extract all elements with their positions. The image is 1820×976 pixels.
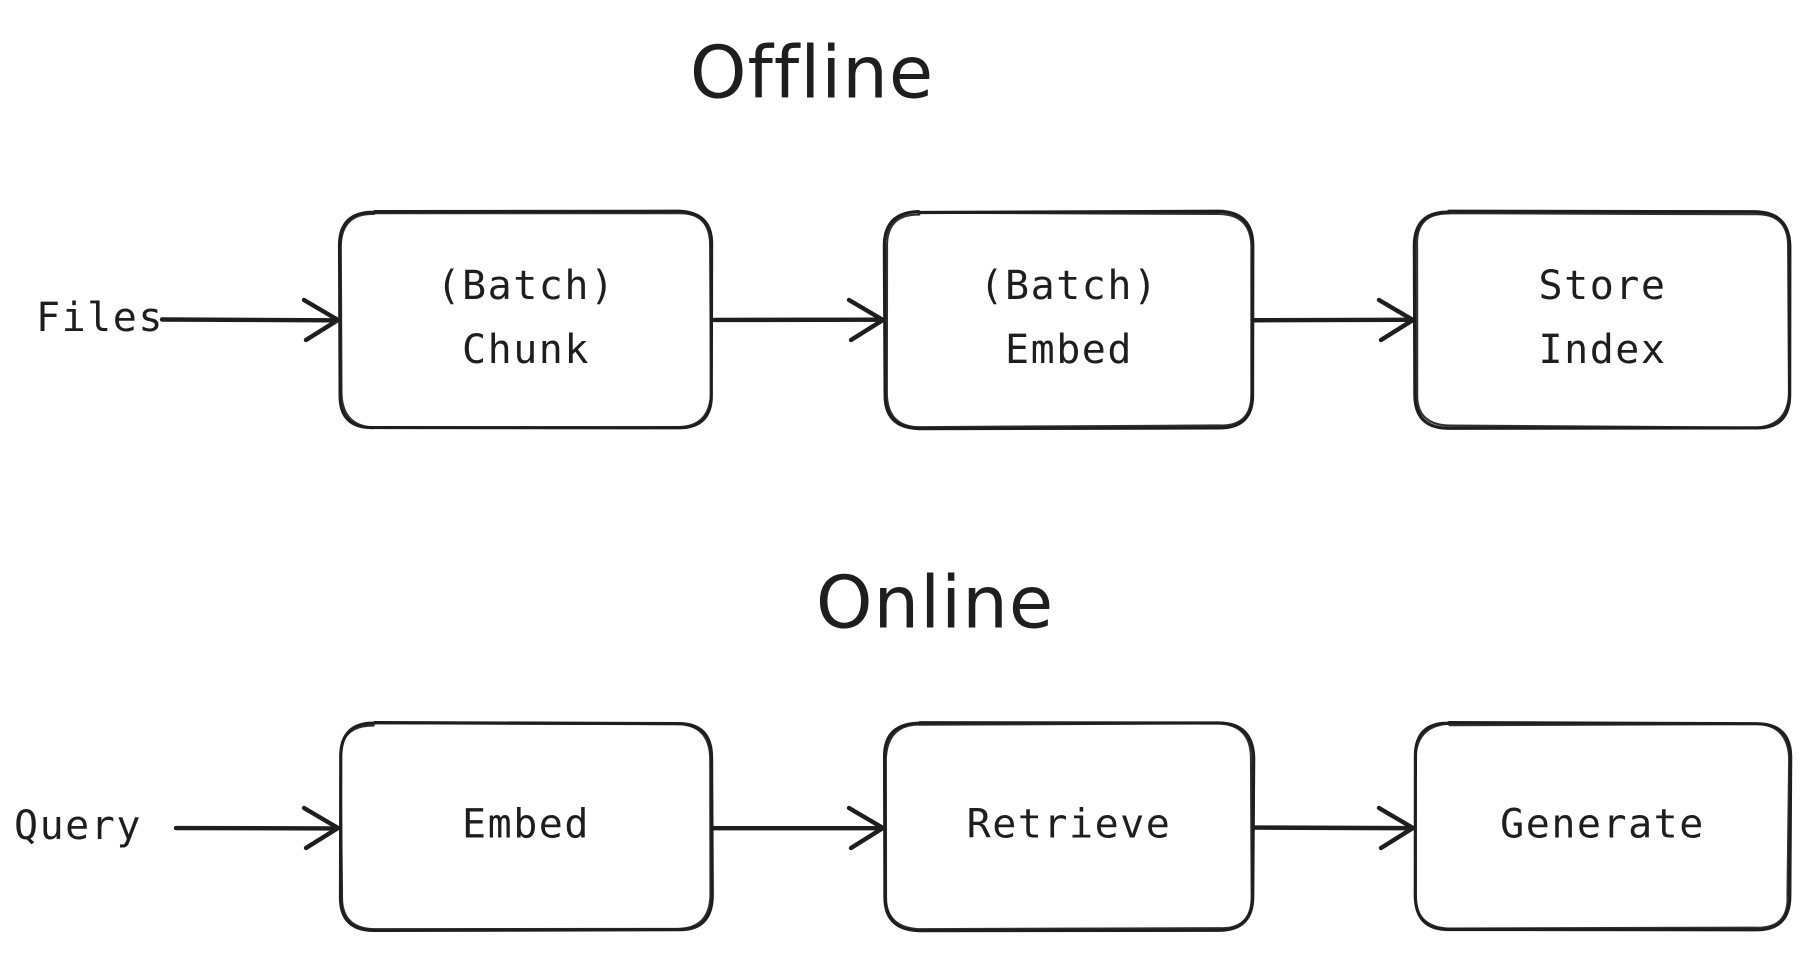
node-label-batch-embed: Embed xyxy=(1005,327,1133,373)
node-label-batch-embed: (Batch) xyxy=(979,263,1158,309)
node-box-sketch-stroke xyxy=(1414,722,1791,930)
arrow-query-to-embed xyxy=(173,805,341,851)
node-box-batch-chunk[interactable] xyxy=(337,209,714,430)
node-box-retrieve[interactable] xyxy=(882,721,1256,933)
node-label-generate: Generate xyxy=(1500,802,1705,848)
input-label-offline: Files xyxy=(36,295,164,341)
arrow-embed-to-store xyxy=(1251,297,1416,343)
arrow-head xyxy=(846,297,886,343)
arrow-files-to-chunk xyxy=(159,297,341,343)
node-label-store-index: Store xyxy=(1539,263,1667,309)
arrow-head xyxy=(301,805,341,851)
arrow-shaft xyxy=(1251,825,1412,831)
section-title-online: Online xyxy=(816,561,1054,645)
arrow-head xyxy=(1376,805,1416,851)
arrow-head xyxy=(1376,297,1416,343)
node-label-retrieve: Retrieve xyxy=(967,802,1172,848)
node-label-embed: Embed xyxy=(462,802,590,848)
arrow-chunk-to-embed xyxy=(711,297,886,343)
section-title-offline: Offline xyxy=(690,31,934,115)
node-batch-embed[interactable]: (Batch) Embed xyxy=(882,209,1255,431)
node-generate[interactable]: Generate xyxy=(1413,720,1793,932)
node-box-sketch-stroke xyxy=(885,211,1253,429)
arrow-embed-to-retrieve xyxy=(711,805,886,851)
arrow-retrieve-to-generate xyxy=(1251,805,1416,851)
node-box-sketch-stroke xyxy=(339,722,712,931)
node-embed[interactable]: Embed xyxy=(338,720,714,933)
arrow-head xyxy=(301,297,341,343)
node-label-store-index: Index xyxy=(1539,327,1667,373)
node-box-sketch-stroke xyxy=(1416,212,1791,429)
node-retrieve[interactable]: Retrieve xyxy=(882,721,1256,933)
input-label-online: Query xyxy=(14,803,142,849)
node-box-sketch-stroke xyxy=(339,212,713,429)
node-batch-chunk[interactable]: (Batch) Chunk xyxy=(337,209,714,430)
node-label-batch-chunk: (Batch) xyxy=(436,263,615,309)
arrow-head xyxy=(846,805,886,851)
node-box-batch-embed[interactable] xyxy=(882,209,1255,431)
node-box-store-index[interactable] xyxy=(1412,209,1792,430)
node-label-batch-chunk: Chunk xyxy=(462,327,590,373)
arrow-shaft xyxy=(159,317,337,323)
node-box-sketch-stroke xyxy=(884,722,1253,931)
